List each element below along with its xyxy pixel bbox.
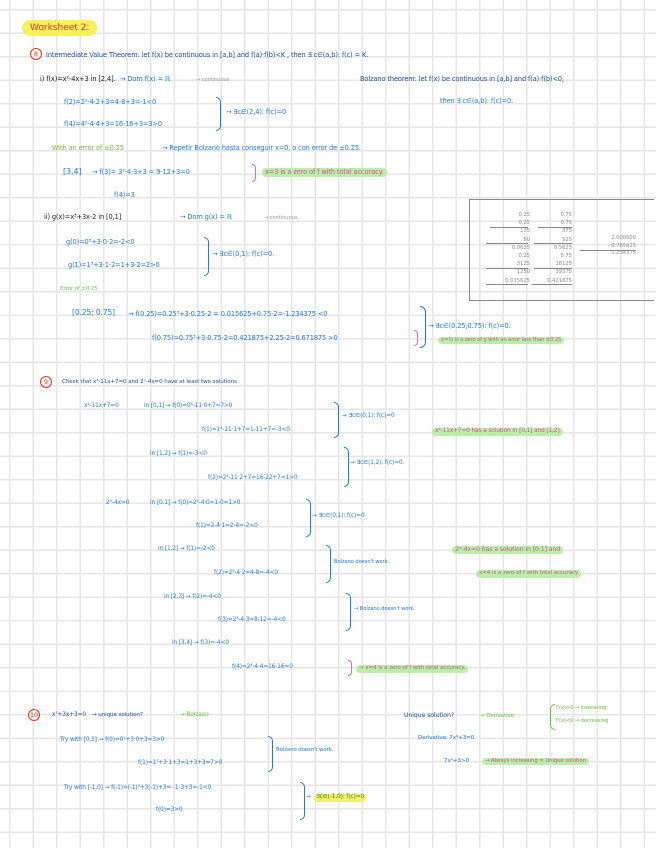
eq1-conclusion-1: → ∃c∈(0,1): f(c)=0 [342, 413, 395, 419]
part-ii-domain: → Dom g(x) = ℝ [180, 213, 233, 221]
error-note-2: Error of ±0.25 [60, 286, 98, 292]
eq1-f1: f(1)=1⁴-11·1+7=1-11+7=-3<0 [202, 427, 290, 433]
eq2-conclusion-2: Bolzano doesn't work. [334, 559, 390, 565]
eq2-interval-1-2: in [1,2] → f(1)=-2<0 [158, 546, 215, 552]
eq2-conclusion-1: → ∃c∈(0,1): f(c)=0 [312, 513, 365, 519]
ex10-try2-conclusion: ∃c∈(-1,0): f(c)=0 [314, 794, 367, 802]
eq2-result-1: 2ˣ-4x=0 has a solution in [0,1] and [452, 546, 564, 555]
g0-evaluation: g(0)=0³+3·0-2=-2<0 [66, 238, 135, 246]
arrow: → [306, 794, 311, 800]
bracket [204, 237, 209, 276]
f3-evaluation: → f(3)= 3²-4·3+3 = 9-12+3=0 [92, 168, 190, 176]
eq2-f2: f(2)=2²-4·2=4-8=-4<0 [214, 570, 278, 576]
bracket [334, 402, 339, 438]
part-ii-conclusion-2: → ∃c∈(0.25;0.75): f(c)=0. [428, 322, 511, 330]
bracket [300, 782, 305, 820]
ex10-f0: f(0)=3>0 [156, 807, 183, 813]
bracket [344, 447, 349, 487]
divider [580, 250, 636, 251]
f2-evaluation: f(2)=2²-4·2+3=4-8+3=-1<0 [64, 98, 157, 106]
scratch-calculation-box [469, 199, 654, 301]
divider [486, 268, 528, 269]
ex10-unique-question: Unique solution? [404, 712, 454, 719]
ex10-always-increasing: → Always increasing = Unique solution [482, 758, 589, 766]
repeat-bolzano-note: → Repetir Bolzano hasta conseguir x=0, o… [162, 144, 361, 152]
eq2-result-2: x=4 is a zero of f with total accuracy [476, 570, 582, 578]
left-brace [550, 704, 555, 730]
eq2-f3: f(3)=2³-4·3=8-12=-4<0 [218, 617, 286, 623]
interval-3-4: [3,4] [63, 167, 82, 176]
divider [538, 227, 572, 228]
f4-value: f(4)=3 [114, 191, 135, 199]
increasing-rule: f'(x)>0 → increasing [556, 705, 607, 711]
interval-025-075: [0.25; 0.75] [72, 308, 115, 317]
eq1-conclusion-2: → ∃c∈(1,2): f(c)=0. [350, 460, 405, 466]
eq1-f2: f(2)=2⁴-11·2+7=16-22+7=1>0 [208, 475, 298, 481]
divider [534, 268, 572, 269]
f025-evaluation: → f(0.25)=0.25³+3·0.25-2 = 0.015625+0.75… [128, 310, 328, 318]
pink-bracket [348, 660, 352, 676]
decreasing-rule: f'(x)<0 → decreasing [556, 718, 609, 724]
ex10-bolzano: → Bolzano [180, 712, 209, 718]
divider [486, 243, 528, 244]
ex10-statement: x⁷+3x+3=0 [52, 712, 86, 718]
bracket [306, 499, 311, 537]
eq2-label: 2ˣ-4x=0 [106, 500, 130, 506]
bracket [326, 545, 331, 583]
ex10-question: → unique solution? [92, 712, 143, 718]
worksheet-title: Worksheet 2: [22, 20, 98, 36]
f4-evaluation: f(4)=4²-4·4+3=16-16+3=3>0 [64, 120, 162, 128]
eq2-conclusion-4: → x=4 is a zero of f with total accuracy… [356, 665, 469, 673]
eq2-f4: f(4)=2⁴-4·4=16-16=0 [232, 664, 293, 670]
eq1-label: x⁴-11x+7=0 [84, 403, 119, 409]
part-ii-continuous: → continuous. [264, 215, 299, 221]
ex9-statement: Check that x⁴-11x+7=0 and 2ˣ-4x=0 have a… [62, 379, 237, 385]
ex10-derivative-positive: 7x⁶+3>0 [444, 758, 469, 764]
eq1-result: x⁴-11x+7=0 has a solution in [0,1] and [… [432, 428, 563, 436]
eq2-conclusion-3: → Bolzano doesn't work. [354, 606, 415, 612]
ex10-try-neg1-0: Try with [-1,0] → f(-1)=(-1)⁷+3(-1)+3= -… [64, 785, 212, 791]
eq2-interval-0-1: in [0,1] → f(0)=2⁰-4·0=1-0=1>0 [150, 500, 241, 506]
f075-evaluation: f(0.75)=0.75³+3·0.75-2=0.421875+2.25-2=0… [152, 334, 338, 342]
bracket [420, 306, 426, 348]
divider [486, 284, 528, 285]
part-i-continuous: → continuous [196, 77, 230, 83]
result-highlight-2: x=¾ is a zero of g with an error less th… [438, 337, 565, 345]
ex10-derivative: Derivative: 7x⁶+3=0 [418, 735, 475, 741]
part-i-label: i) f(x)=x²-4x+3 in [2,4]. [40, 75, 116, 83]
ex10-try-0-1: Try with [0,1] → f(0)=0⁷+3·0+3=3>0 [60, 737, 165, 743]
part-i-conclusion: → ∃c∈(2,4): f(c)=0 [226, 108, 287, 116]
ivt-statement: Intermediate Value Theorem: let f(x) be … [46, 51, 369, 59]
g1-evaluation: g(1)=1³+3·1-2=1+3-2=2>0 [68, 261, 160, 269]
bracket [346, 593, 351, 631]
eq2-interval-3-4: in [3,4] → f(3)=-4<0 [172, 640, 229, 646]
bracket [216, 97, 221, 131]
bolzano-theorem-line2: then ∃ c∈(a,b): f(c)=0. [440, 97, 514, 105]
part-ii-conclusion: → ∃c∈(0,1): f(c)=0. [212, 250, 275, 258]
part-ii-label: ii) g(x)=x³+3x-2 in [0,1] [44, 213, 122, 221]
divider [534, 243, 572, 244]
exercise-number-10: 10 [28, 709, 40, 721]
ex10-derivative-arrow: → Derivative [480, 713, 515, 719]
eq2-f1: f(1)=2-4·1=2-4=-2<0 [196, 523, 258, 529]
exercise-number-9: 9 [40, 376, 52, 388]
divider [532, 284, 572, 285]
part-i-domain: → Dom f(x) = ℝ [120, 75, 171, 83]
pink-bracket [414, 330, 418, 346]
eq1-interval-1-2: in [1,2] → f(1)=-3<0 [150, 451, 207, 457]
ex10-f1: f(1)=1⁷+3·1+3=1+3+3=7>0 [138, 760, 223, 766]
ex10-try1-conclusion: Bolzano doesn't work. [276, 747, 334, 753]
error-note: With an error of ±0.25 [52, 144, 124, 152]
pink-bracket [252, 164, 256, 182]
bolzano-theorem-line1: Bolzano theorem: let f(x) be continuous … [360, 75, 564, 83]
eq1-interval-0-1: in [0,1] → f(0)=0⁴-11·0+7=7>0 [144, 403, 233, 409]
eq2-interval-2-3: in [2,3] → f(2)=-4<0 [164, 594, 221, 600]
exercise-number-8: 8 [30, 48, 42, 60]
bracket [268, 736, 273, 772]
result-highlight: x=3 is a zero of f with total accuracy. [262, 168, 387, 177]
divider [490, 227, 528, 228]
